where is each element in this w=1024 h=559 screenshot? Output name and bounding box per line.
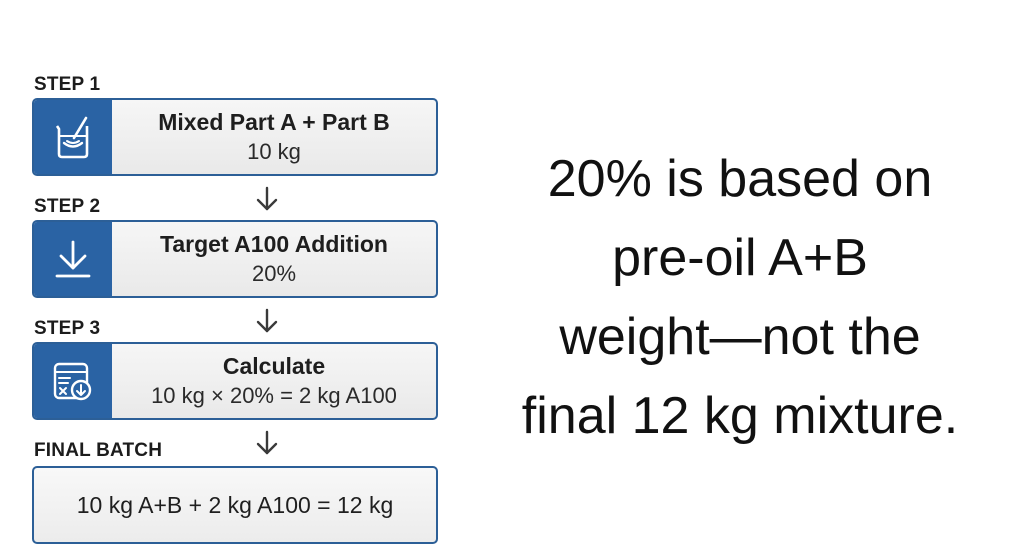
step-1-value: 10 kg <box>247 139 301 164</box>
statement-line-4: final 12 kg mixture. <box>521 387 959 445</box>
download-arrow-icon <box>34 222 112 296</box>
down-arrow-icon <box>256 430 278 455</box>
step-1-title: Mixed Part A + Part B <box>158 109 390 135</box>
explanation-statement: 20% is based on pre-oil A+B weight—not t… <box>470 140 1010 456</box>
statement-line-2: pre-oil A+B <box>612 229 868 287</box>
statement-line-3: weight—not the <box>559 308 921 366</box>
step-2-label: STEP 2 <box>34 196 101 217</box>
statement-line-1: 20% is based on <box>547 150 933 208</box>
step-3-value: 10 kg × 20% = 2 kg A100 <box>151 383 397 408</box>
step-1-label: STEP 1 <box>34 74 101 95</box>
step-3-card: Calculate 10 kg × 20% = 2 kg A100 <box>32 342 438 420</box>
step-3-title: Calculate <box>222 353 326 379</box>
calculator-icon <box>34 344 112 418</box>
final-batch-label: FINAL BATCH <box>34 440 163 461</box>
step-1-card: Mixed Part A + Part B 10 kg <box>32 98 438 176</box>
mixing-beaker-icon <box>34 100 112 174</box>
step-2-card: Target A100 Addition 20% <box>32 220 438 298</box>
step-3-label: STEP 3 <box>34 318 101 339</box>
down-arrow-icon <box>256 308 278 333</box>
step-2-value: 20% <box>251 261 297 286</box>
step-2-title: Target A100 Addition <box>160 231 388 257</box>
final-batch-card: 10 kg A+B + 2 kg A100 = 12 kg <box>32 466 438 544</box>
final-batch-value: 10 kg A+B + 2 kg A100 = 12 kg <box>76 491 394 518</box>
down-arrow-icon <box>256 186 278 211</box>
